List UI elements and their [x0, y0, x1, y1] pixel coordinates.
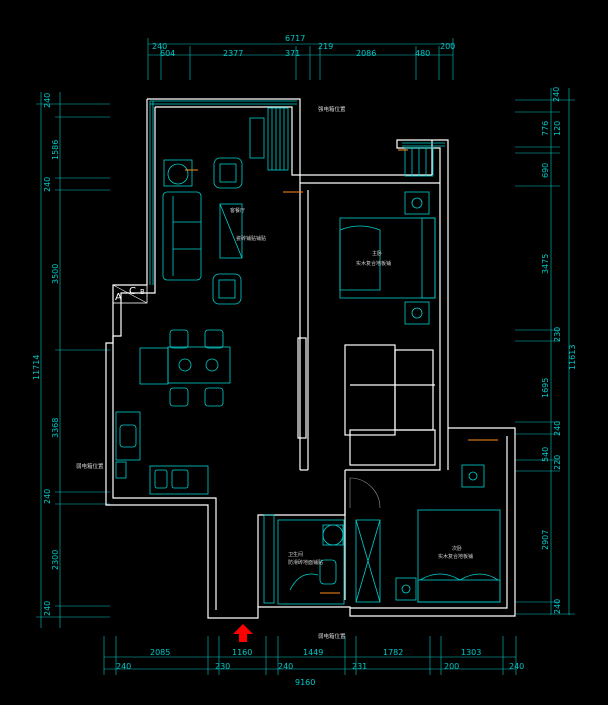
bottom-total-dim: 9160	[295, 678, 315, 687]
coffee-table	[219, 203, 243, 259]
bottom-dim-4: 1782	[383, 648, 403, 657]
label-living-room: 客餐厅	[230, 207, 245, 214]
marker-box	[112, 284, 148, 304]
left-dim-4: 3500	[51, 264, 60, 284]
second-bed	[395, 464, 501, 603]
exterior-walls	[105, 98, 516, 619]
sofa	[162, 191, 202, 281]
bottom-dimension-lines	[103, 636, 517, 675]
right-dim-7: 1695	[541, 378, 550, 398]
armchair-bottom	[212, 273, 242, 305]
right-dim-10: 220	[553, 455, 562, 470]
dining-set	[139, 329, 231, 407]
plant-stand	[163, 159, 193, 187]
top-dim-8: 200	[440, 42, 455, 51]
marker-c: C	[129, 286, 136, 297]
left-dim-1: 240	[43, 93, 52, 108]
bottom-dim-7: 230	[215, 662, 230, 671]
armchair-top	[213, 157, 243, 189]
right-dim-4: 690	[541, 163, 550, 178]
balcony-cabinet	[249, 107, 289, 171]
left-dim-3: 240	[43, 177, 52, 192]
master-bed	[339, 191, 436, 325]
right-total-dim: 11613	[568, 345, 577, 370]
kitchen-counter	[115, 411, 209, 495]
bottom-dim-3: 1449	[303, 648, 323, 657]
left-dimension-lines	[36, 92, 110, 628]
label-second-note: 实木复合地板铺	[438, 553, 473, 560]
right-dim-8: 240	[553, 421, 562, 436]
right-dim-9: 540	[541, 447, 550, 462]
bottom-dim-6: 240	[116, 662, 131, 671]
electric-box-marks	[185, 149, 498, 594]
right-dim-11: 2907	[541, 530, 550, 550]
top-dim-7: 480	[415, 49, 430, 58]
entrance-arrow-icon	[233, 624, 253, 642]
right-dim-3: 120	[553, 121, 562, 136]
top-dim-2: 604	[160, 49, 175, 58]
left-total-dim: 11714	[32, 355, 41, 380]
marker-b: B	[140, 288, 145, 296]
right-dim-1: 240	[552, 87, 561, 102]
right-dimension-lines	[515, 88, 575, 615]
top-dimension-lines	[147, 38, 454, 80]
right-dim-12: 240	[553, 599, 562, 614]
master-balcony-rack	[404, 147, 434, 177]
top-dim-5: 219	[318, 42, 333, 51]
label-elec-left: 弱电箱位置	[76, 462, 104, 470]
left-dim-2: 1586	[51, 140, 60, 160]
bottom-dim-5: 1303	[461, 648, 481, 657]
left-dim-5: 3368	[51, 418, 60, 438]
label-living-note: 瓷砖铺贴铺贴	[236, 235, 266, 242]
top-dim-3: 2377	[223, 49, 243, 58]
top-dim-4: 371	[285, 49, 300, 58]
window-frames	[149, 100, 445, 285]
label-bath-note: 防滑砖地面铺贴	[288, 559, 323, 566]
left-dim-7: 2300	[51, 550, 60, 570]
left-dim-6: 240	[43, 489, 52, 504]
bathroom-fixtures	[263, 514, 345, 605]
bottom-dim-11: 240	[509, 662, 524, 671]
label-bathroom: 卫生间	[288, 551, 303, 558]
bottom-dim-8: 240	[278, 662, 293, 671]
label-master-bed: 主卧	[372, 250, 382, 257]
left-dim-8: 240	[43, 601, 52, 616]
label-elec-bottom: 弱电箱位置	[318, 632, 346, 640]
marker-a: A	[115, 292, 122, 303]
label-master-note: 实木复合地板铺	[356, 260, 391, 267]
marker-diagonal	[112, 284, 148, 304]
top-dim-1: 240	[152, 42, 167, 51]
right-dim-2: 776	[541, 121, 550, 136]
bedroom-door-swing	[349, 477, 381, 509]
label-second-bed: 次卧	[452, 545, 462, 552]
bottom-dim-9: 231	[352, 662, 367, 671]
right-dim-5: 3475	[541, 254, 550, 274]
bottom-dim-1: 2085	[150, 648, 170, 657]
right-dim-6: 230	[553, 327, 562, 342]
wardrobe	[355, 519, 381, 603]
label-elec-top: 强电箱位置	[318, 105, 346, 113]
bottom-dim-2: 1160	[232, 648, 252, 657]
top-dim-6: 2086	[356, 49, 376, 58]
top-total-dim: 6717	[285, 34, 305, 43]
bottom-dim-10: 200	[444, 662, 459, 671]
